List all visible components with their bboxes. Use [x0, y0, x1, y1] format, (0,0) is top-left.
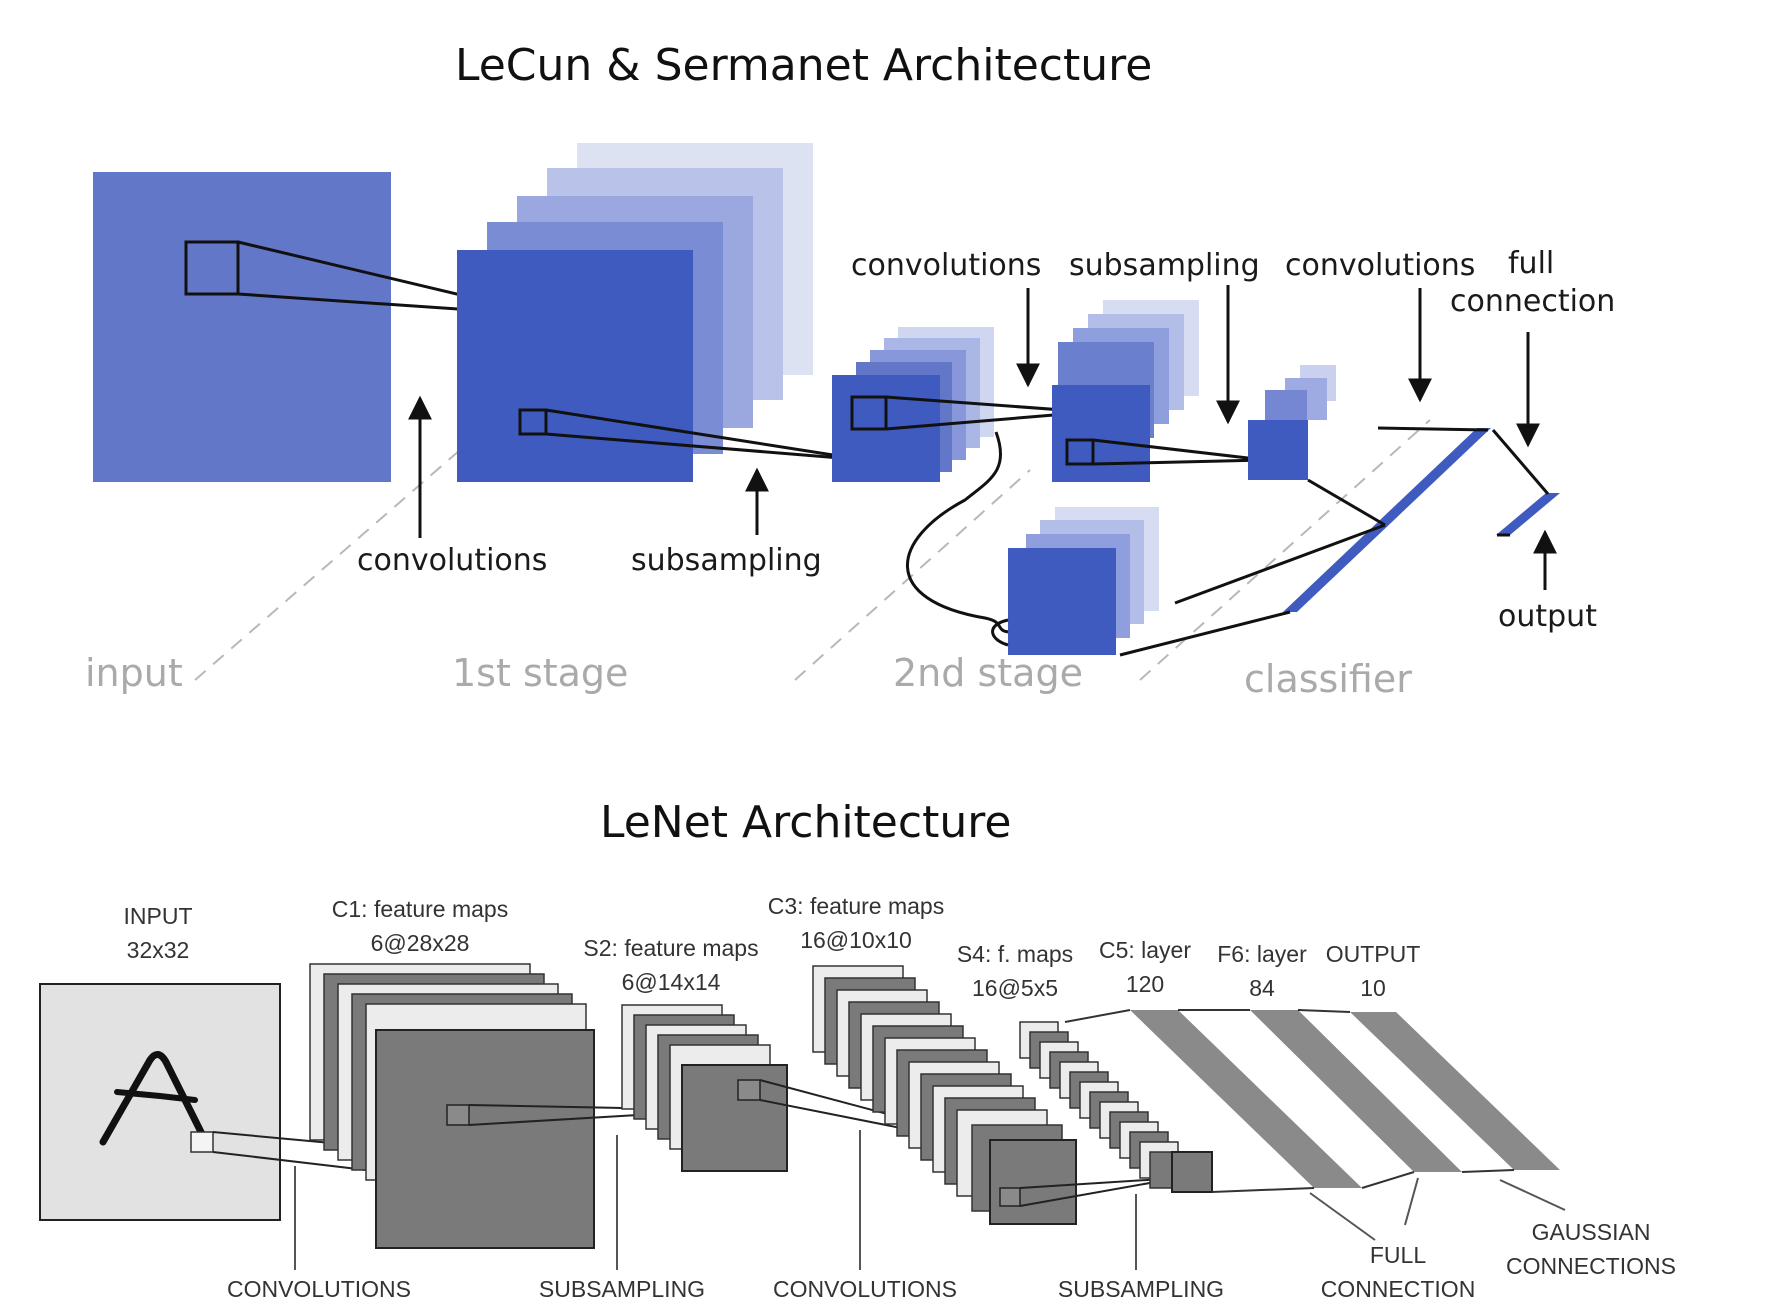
connection-line: [1174, 523, 1386, 605]
projection-line: [1092, 458, 1266, 466]
op-connections: CONNECTIONS: [1506, 1253, 1676, 1279]
leader-line: [1404, 1177, 1419, 1226]
connection-line: [1461, 1169, 1515, 1173]
label-convolutions: convolutions: [1285, 248, 1475, 283]
c3-feature-maps: [812, 965, 1077, 1225]
letter-a-crossbar: [114, 1089, 198, 1103]
stage-2nd-label: 2nd stage: [893, 651, 1083, 695]
op-gaussian: GAUSSIAN: [1532, 1219, 1651, 1245]
bottom-title: LeNet Architecture: [600, 797, 1011, 848]
output-size: 10: [1360, 975, 1386, 1001]
leader-line: [1309, 1192, 1376, 1241]
c1-feature-maps: [309, 963, 595, 1249]
stage-classifier-label: classifier: [1244, 657, 1412, 701]
s4-size: 16@5x5: [972, 975, 1058, 1001]
feature-map: [1052, 385, 1150, 482]
input-size: 32x32: [127, 937, 190, 963]
label-subsampling: subsampling: [1069, 248, 1260, 283]
label-output: output: [1498, 599, 1597, 634]
stage-divider-3: [1139, 419, 1431, 681]
stage-1st-label: 1st stage: [452, 651, 628, 695]
connection-line: [1119, 610, 1291, 657]
stage-input-label: input: [85, 651, 183, 695]
branch-connection: [906, 431, 1009, 634]
connection-line: [1064, 1009, 1131, 1023]
projection-line: [1092, 438, 1266, 462]
c3-caption: C3: feature maps: [768, 893, 944, 919]
input-map: [93, 172, 391, 482]
feature-map: [457, 250, 693, 482]
s2-receptive-field: [737, 1079, 761, 1101]
letter-a-glyph: [99, 1051, 210, 1146]
op-connection: CONNECTION: [1321, 1276, 1476, 1302]
receptive-field: [850, 395, 888, 431]
s2-feature-maps: [621, 1004, 788, 1172]
c3-receptive-field: [999, 1187, 1021, 1207]
f6-caption: F6: layer: [1217, 941, 1307, 967]
s4-feature-maps: [1019, 1021, 1213, 1193]
lenet-diagram: LeNet Architecture INPUT 32x32 C1: featu…: [39, 797, 1676, 1302]
c5-size: 120: [1126, 971, 1164, 997]
receptive-field: [518, 408, 548, 436]
projection-line: [545, 432, 866, 462]
connection-line: [1211, 1187, 1315, 1193]
output-layer: [1496, 493, 1560, 535]
feature-map: [1008, 548, 1116, 655]
op-full: FULL: [1370, 1242, 1426, 1268]
feature-map: [1248, 420, 1308, 480]
op-subsampling: SUBSAMPLING: [539, 1276, 705, 1302]
c5-caption: C5: layer: [1099, 937, 1191, 963]
lecun-sermanet-diagram: LeCun & Sermanet Architecture: [85, 40, 1615, 701]
top-title: LeCun & Sermanet Architecture: [455, 40, 1152, 91]
connection-line: [1377, 426, 1489, 432]
op-convolutions: CONVOLUTIONS: [773, 1276, 957, 1302]
c1-receptive-field: [446, 1104, 470, 1126]
stage-divider-1: [194, 449, 461, 681]
label-convolutions: convolutions: [357, 543, 547, 578]
s4-caption: S4: f. maps: [957, 941, 1073, 967]
op-convolutions: CONVOLUTIONS: [227, 1276, 411, 1302]
input-receptive-field: [190, 1131, 214, 1153]
c1-caption: C1: feature maps: [332, 896, 508, 922]
connection-line: [1361, 1171, 1415, 1189]
leader-line: [1499, 1179, 1566, 1211]
s2-caption: S2: feature maps: [583, 935, 758, 961]
connection-line: [1307, 478, 1386, 527]
input-image: [39, 983, 281, 1221]
c3-size: 16@10x10: [800, 927, 912, 953]
input-caption: INPUT: [124, 903, 193, 929]
classifier-layer: [1283, 428, 1491, 612]
f6-size: 84: [1249, 975, 1275, 1001]
receptive-field: [1065, 438, 1095, 466]
connection-line: [1297, 1009, 1351, 1013]
label-connection: connection: [1450, 284, 1615, 319]
label-subsampling: subsampling: [631, 543, 822, 578]
input-receptive-field: [184, 240, 240, 296]
c5-layer: [1130, 1010, 1362, 1188]
branch-connection: [991, 618, 1009, 647]
c1-size: 6@28x28: [371, 930, 470, 956]
label-full: full: [1508, 246, 1554, 281]
connection-line: [1491, 429, 1550, 495]
projection-line: [545, 408, 866, 462]
s2-size: 6@14x14: [622, 969, 721, 995]
output-layer: [1350, 1012, 1560, 1170]
output-caption: OUTPUT: [1326, 941, 1421, 967]
op-subsampling: SUBSAMPLING: [1058, 1276, 1224, 1302]
stage-divider-2: [794, 469, 1031, 681]
f6-layer: [1250, 1010, 1462, 1172]
label-convolutions: convolutions: [851, 248, 1041, 283]
